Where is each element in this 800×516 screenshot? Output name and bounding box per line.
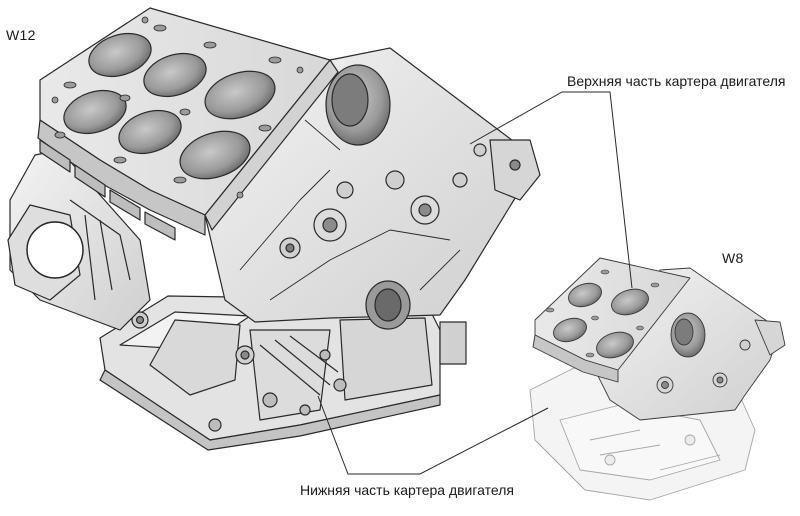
w12-label: W12 bbox=[6, 27, 36, 43]
lower-crankcase-callout: Нижняя часть картера двигателя bbox=[300, 482, 514, 498]
w12-end-plate bbox=[7, 149, 151, 331]
lower-crankcase-leader bbox=[317, 395, 549, 475]
w8-label: W8 bbox=[722, 250, 744, 266]
w8-engine-block bbox=[529, 257, 786, 501]
callout-leader-lines bbox=[317, 91, 633, 475]
w12-engine-block bbox=[7, 7, 541, 451]
upper-crankcase-callout: Верхняя часть картера двигателя bbox=[567, 73, 786, 89]
w12-cylinder-deck bbox=[37, 7, 339, 241]
w8-cylinder-deck bbox=[532, 257, 691, 383]
w12-lower-crankcase bbox=[99, 295, 467, 451]
upper-crankcase-leader bbox=[469, 91, 633, 289]
